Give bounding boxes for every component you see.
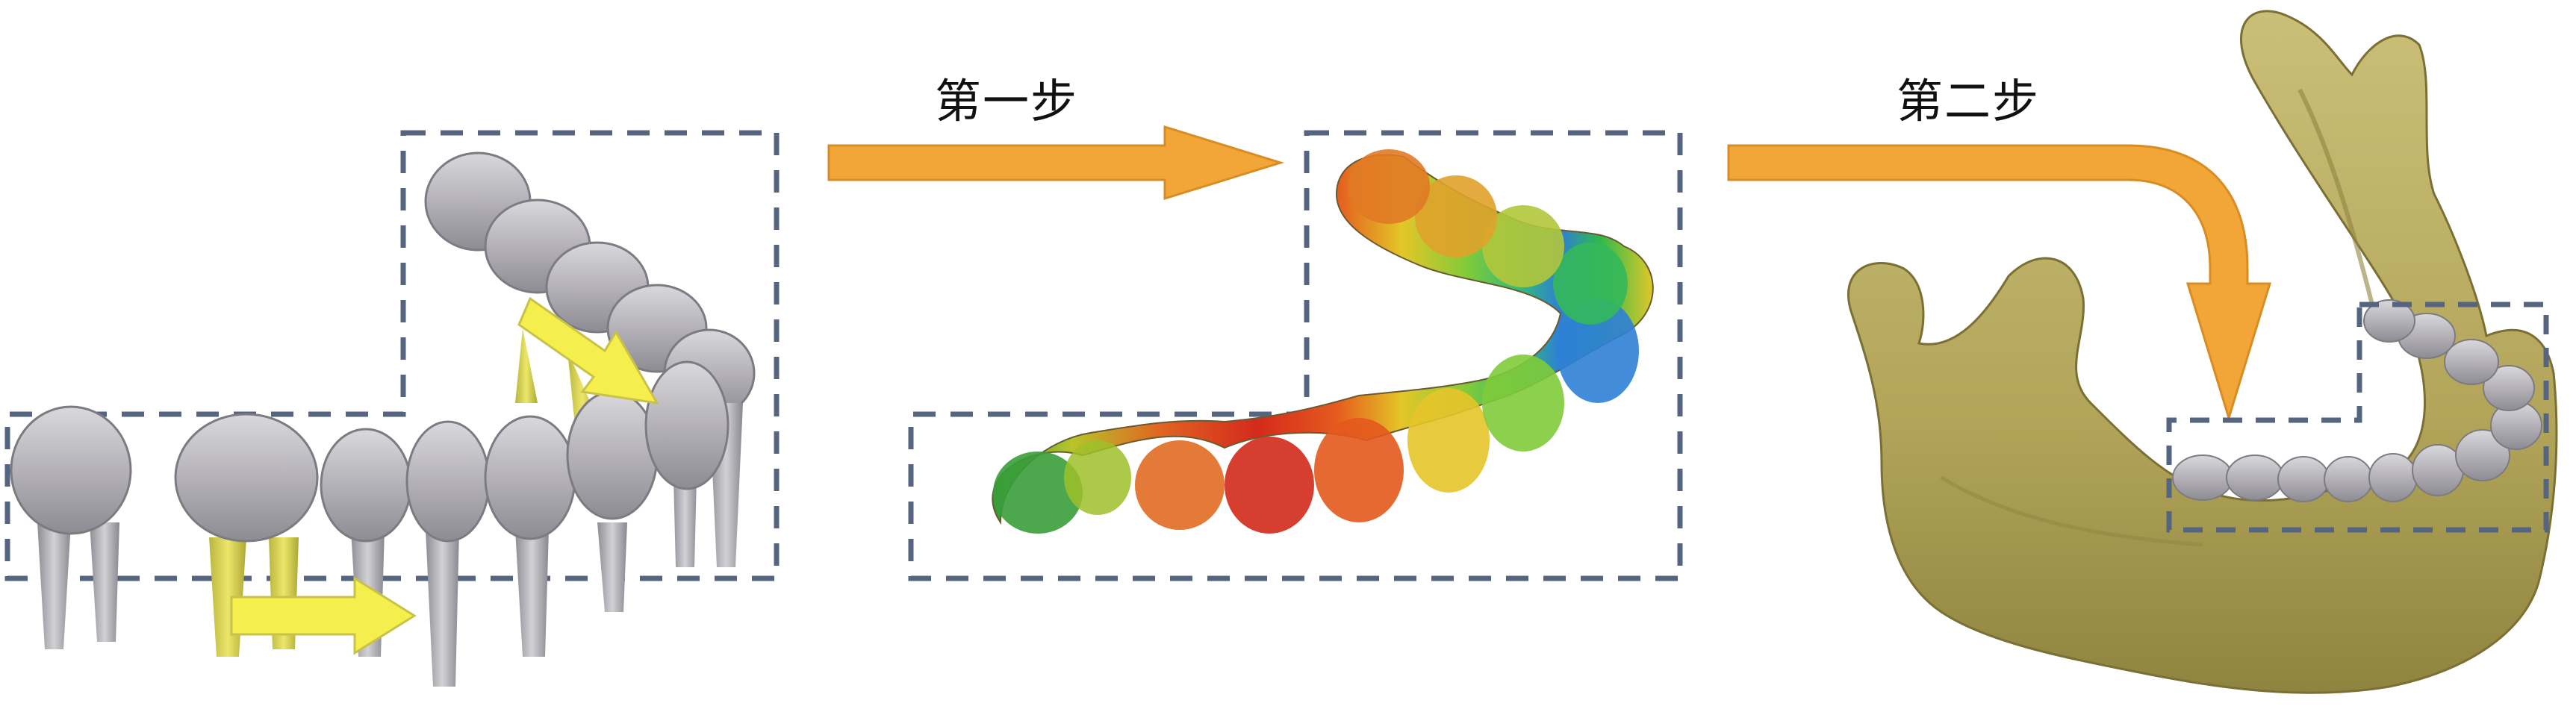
orange-arrow-icon [1727,144,2272,422]
dashed-region-box-1 [4,130,780,581]
panel-heatmap-teeth [908,130,1683,581]
heatmap-arch [992,149,1654,534]
step-one-label: 第一步 [935,74,1079,128]
yellow-arrow-icon [230,576,417,655]
mandible-bone [1847,10,2558,694]
orange-arrow-icon [827,125,1285,201]
yellow-arrow-icon [517,296,659,405]
dashed-region-box-3 [2166,302,2549,533]
mandible-teeth [2172,299,2542,502]
posterior-teeth-group [424,152,756,567]
panel-mandible [1847,10,2558,694]
panel-original-teeth [4,130,780,687]
step-two-label: 第二步 [1897,74,2041,128]
